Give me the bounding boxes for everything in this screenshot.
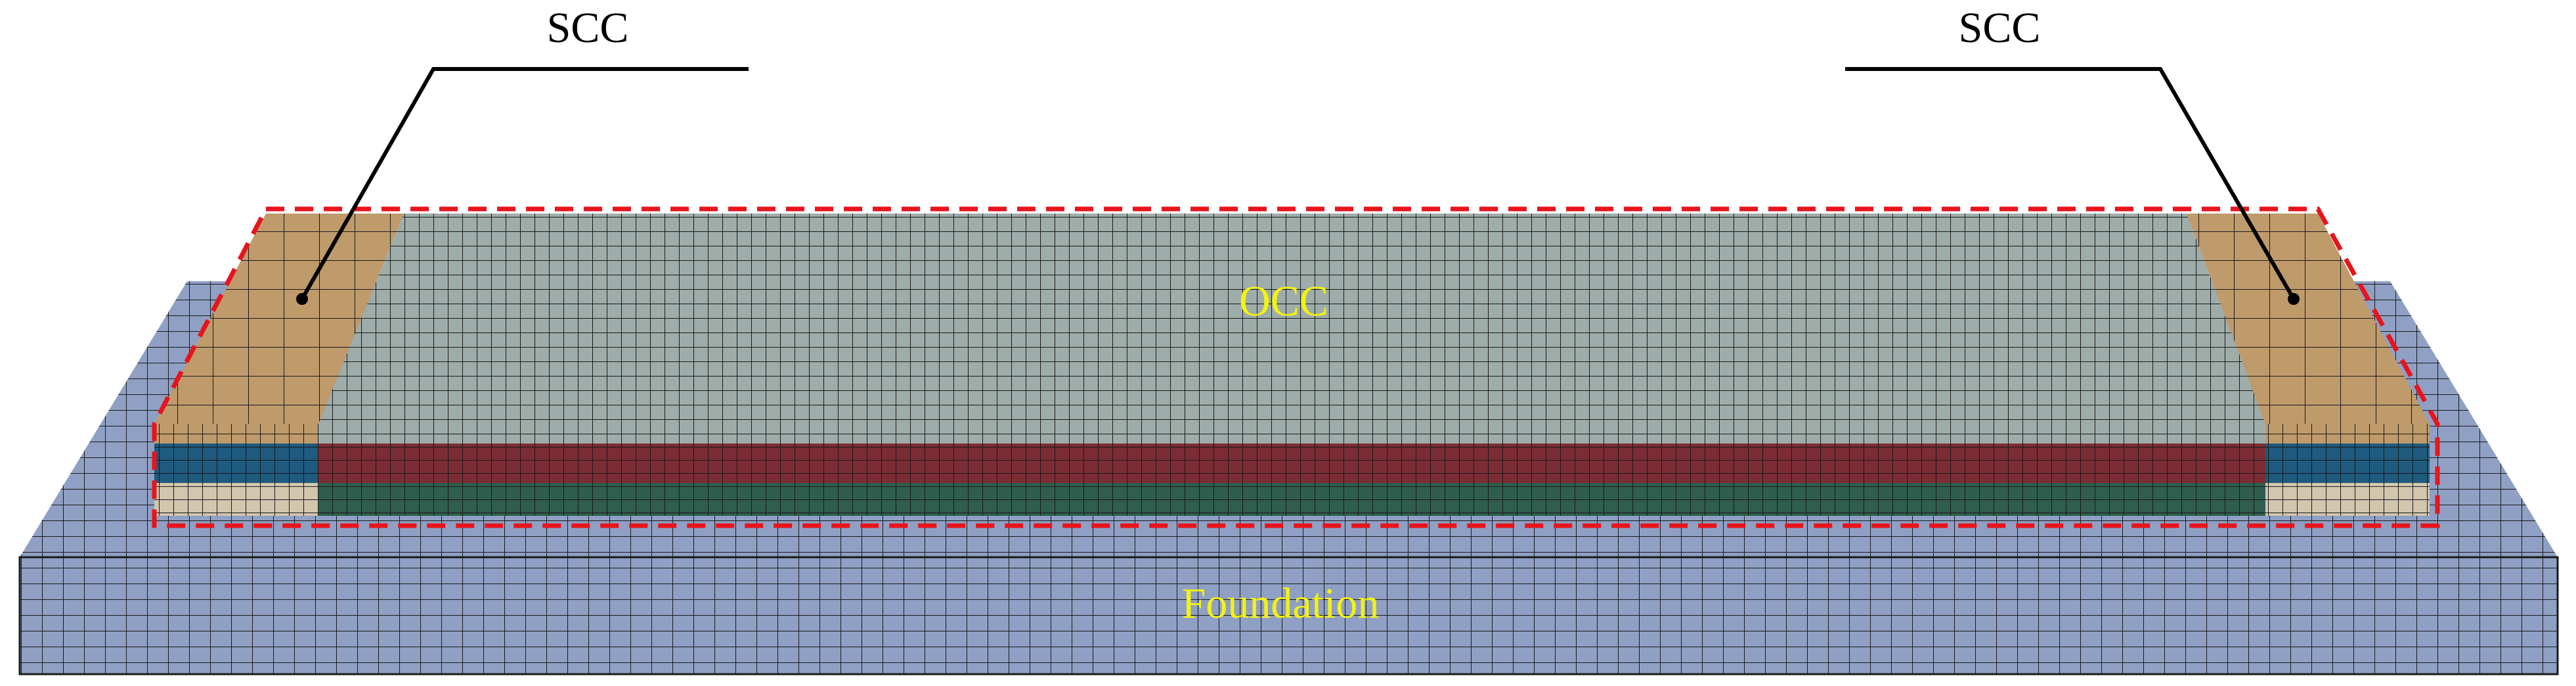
scc-left-label: SCC (547, 4, 629, 52)
foundation-outline (18, 556, 2559, 675)
foundation-front-mesh (20, 557, 2558, 674)
scc-left-front-mesh (154, 424, 318, 516)
occ-slab (318, 214, 2265, 516)
scc-left-leader-dot (296, 293, 308, 305)
scc-right-leader-dot (2288, 293, 2300, 305)
occ-front-mesh (318, 424, 2265, 516)
occ-label: OCC (1239, 277, 1328, 325)
pavement-boundary-dashed (152, 206, 2440, 528)
scc-left-leader-line (300, 67, 749, 300)
scc-left-top-mesh (154, 214, 404, 424)
foundation-label: Foundation (1182, 580, 1380, 628)
scc-right-top-mesh (2187, 214, 2430, 424)
scc-right-label: SCC (1959, 4, 2041, 52)
scc-right-block (2187, 214, 2430, 516)
scc-right-front-mesh (2265, 424, 2430, 516)
scc-left-block (154, 214, 404, 516)
occ-top-mesh (318, 214, 2265, 424)
scc-right-leader-line (1845, 67, 2296, 300)
